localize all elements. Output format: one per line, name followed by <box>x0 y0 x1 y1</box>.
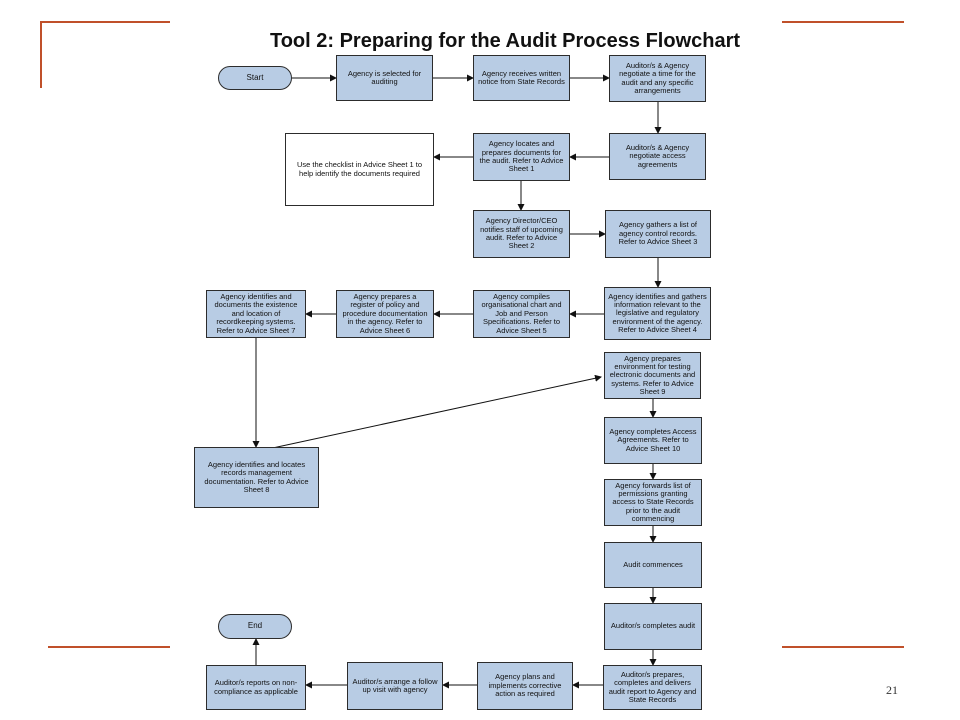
step-audit-report: Auditor/s prepares, completes and delive… <box>603 665 702 710</box>
step-records-management-docs: Agency identifies and locates records ma… <box>194 447 319 508</box>
flowchart-title: Tool 2: Preparing for the Audit Process … <box>269 30 741 52</box>
step-forward-permissions: Agency forwards list of permissions gran… <box>604 479 702 526</box>
decor-line-bottom-left-h <box>48 646 170 648</box>
page-number: 21 <box>886 683 898 697</box>
start-terminal: Start <box>218 66 292 90</box>
step-follow-up-visit: Auditor/s arrange a follow up visit with… <box>347 662 443 710</box>
step-control-records: Agency gathers a list of agency control … <box>605 210 711 258</box>
step-org-chart: Agency compiles organisational chart and… <box>473 290 570 338</box>
step-recordkeeping-systems: Agency identifies and documents the exis… <box>206 290 306 338</box>
step-prepare-documents: Agency locates and prepares documents fo… <box>473 133 570 181</box>
decor-line-top-right-h <box>782 21 904 23</box>
step-negotiate-access: Auditor/s & Agency negotiate access agre… <box>609 133 706 180</box>
step-negotiate-time: Auditor/s & Agency negotiate a time for … <box>609 55 706 102</box>
step-notify-staff: Agency Director/CEO notifies staff of up… <box>473 210 570 258</box>
step-agency-selected: Agency is selected for auditing <box>336 55 433 101</box>
step-access-agreements: Agency completes Access Agreements. Refe… <box>604 417 702 464</box>
end-terminal: End <box>218 614 292 639</box>
step-policy-register: Agency prepares a register of policy and… <box>336 290 434 338</box>
step-auditor-completes: Auditor/s completes audit <box>604 603 702 650</box>
step-corrective-action: Agency plans and implements corrective a… <box>477 662 573 710</box>
note-checklist: Use the checklist in Advice Sheet 1 to h… <box>285 133 434 206</box>
step-prepare-environment: Agency prepares environment for testing … <box>604 352 701 399</box>
decor-line-top-left-h <box>40 21 170 23</box>
decor-line-top-left-v <box>40 21 42 88</box>
step-non-compliance-report: Auditor/s reports on non-compliance as a… <box>206 665 306 710</box>
step-written-notice: Agency receives written notice from Stat… <box>473 55 570 101</box>
arrow-n14-to-n13 <box>267 374 602 450</box>
step-legislative-info: Agency identifies and gathers informatio… <box>604 287 711 340</box>
step-audit-commences: Audit commences <box>604 542 702 588</box>
decor-line-bottom-right-h <box>782 646 904 648</box>
